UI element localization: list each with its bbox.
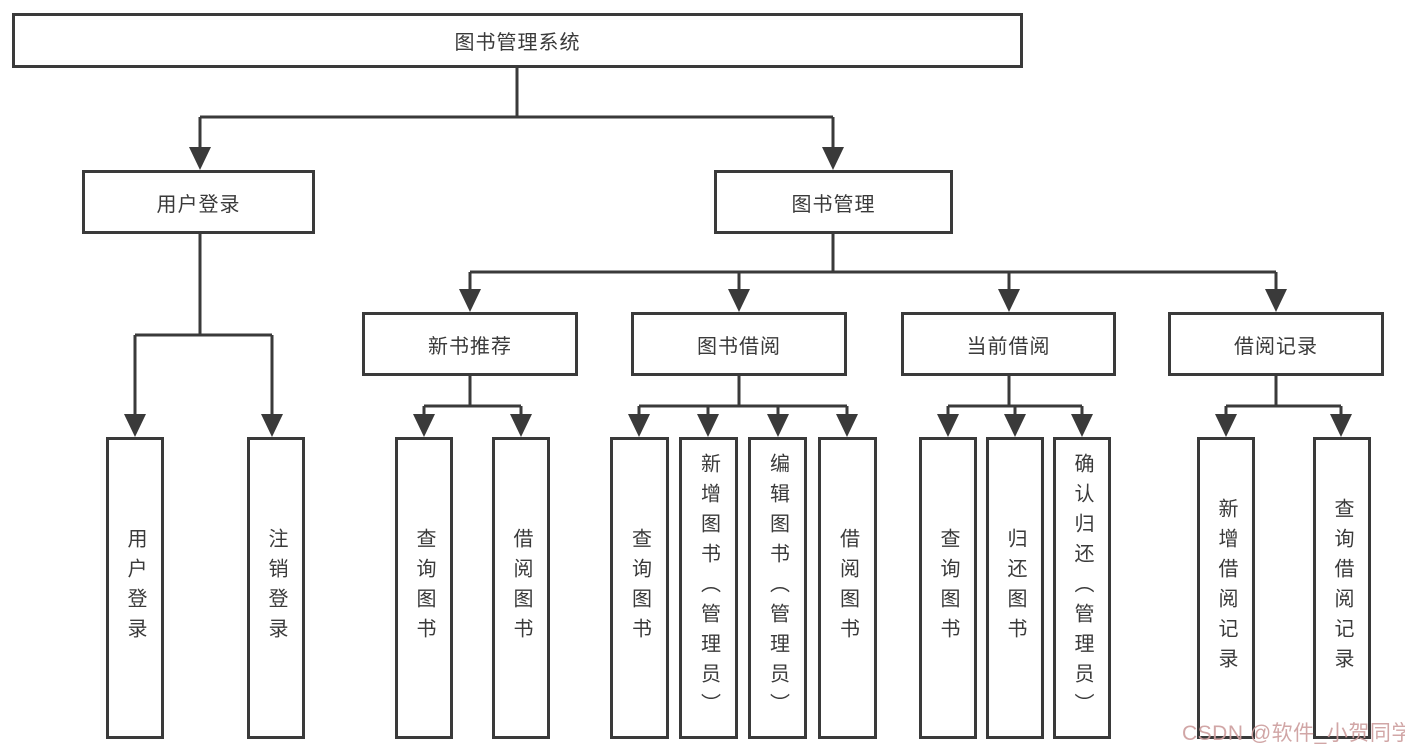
arrowhead-icons: [124, 147, 1352, 437]
node-label: 编辑图书（管理员）: [766, 453, 789, 723]
node-label: 注销登录: [265, 528, 287, 648]
node-label: 图书管理: [791, 193, 876, 216]
leaf-add-books-admin: 新增图书（管理员）: [679, 437, 738, 739]
node-label: 借阅记录: [1234, 335, 1318, 358]
node-label: 查询图书: [937, 528, 959, 648]
node-label: 用户登录: [156, 193, 241, 216]
node-label: 当前借阅: [966, 335, 1051, 358]
node-label: 借阅图书: [836, 528, 859, 648]
node-user-login: 用户登录: [82, 170, 315, 234]
node-label: 图书借阅: [697, 335, 781, 358]
node-book-borrow: 图书借阅: [631, 312, 847, 376]
leaf-add-borrow-record: 新增借阅记录: [1197, 437, 1255, 739]
csdn-watermark: CSDN @软件_小贺同学: [1182, 722, 1405, 745]
leaf-query-borrow-record: 查询借阅记录: [1313, 437, 1371, 739]
leaf-user-login: 用户登录: [106, 437, 164, 739]
node-label: 新增借阅记录: [1215, 498, 1237, 678]
node-borrow-records: 借阅记录: [1168, 312, 1384, 376]
node-label: 图书管理系统: [454, 32, 581, 54]
node-label: 查询图书: [413, 528, 435, 648]
node-library-management-system: 图书管理系统: [12, 13, 1023, 68]
node-label: 查询图书: [628, 528, 651, 648]
leaf-query-books-borrow: 查询图书: [610, 437, 669, 739]
leaf-query-books-current: 查询图书: [919, 437, 977, 739]
leaf-return-books: 归还图书: [986, 437, 1044, 739]
node-label: 归还图书: [1004, 528, 1026, 648]
leaf-borrow-books-recommend: 借阅图书: [492, 437, 550, 739]
node-new-book-recommend: 新书推荐: [362, 312, 578, 376]
node-label: 借阅图书: [510, 528, 532, 648]
node-current-borrow: 当前借阅: [901, 312, 1116, 376]
node-label: 新书推荐: [428, 335, 512, 358]
leaf-edit-books-admin: 编辑图书（管理员）: [748, 437, 807, 739]
node-label: 新增图书（管理员）: [697, 453, 720, 723]
node-label: 确认归还（管理员）: [1071, 453, 1093, 723]
node-book-management: 图书管理: [714, 170, 953, 234]
node-label: 用户登录: [124, 528, 146, 648]
node-label: 查询借阅记录: [1331, 498, 1353, 678]
leaf-borrow-books: 借阅图书: [818, 437, 877, 739]
leaf-logout: 注销登录: [247, 437, 305, 739]
leaf-confirm-return-admin: 确认归还（管理员）: [1053, 437, 1111, 739]
leaf-query-books-recommend: 查询图书: [395, 437, 453, 739]
